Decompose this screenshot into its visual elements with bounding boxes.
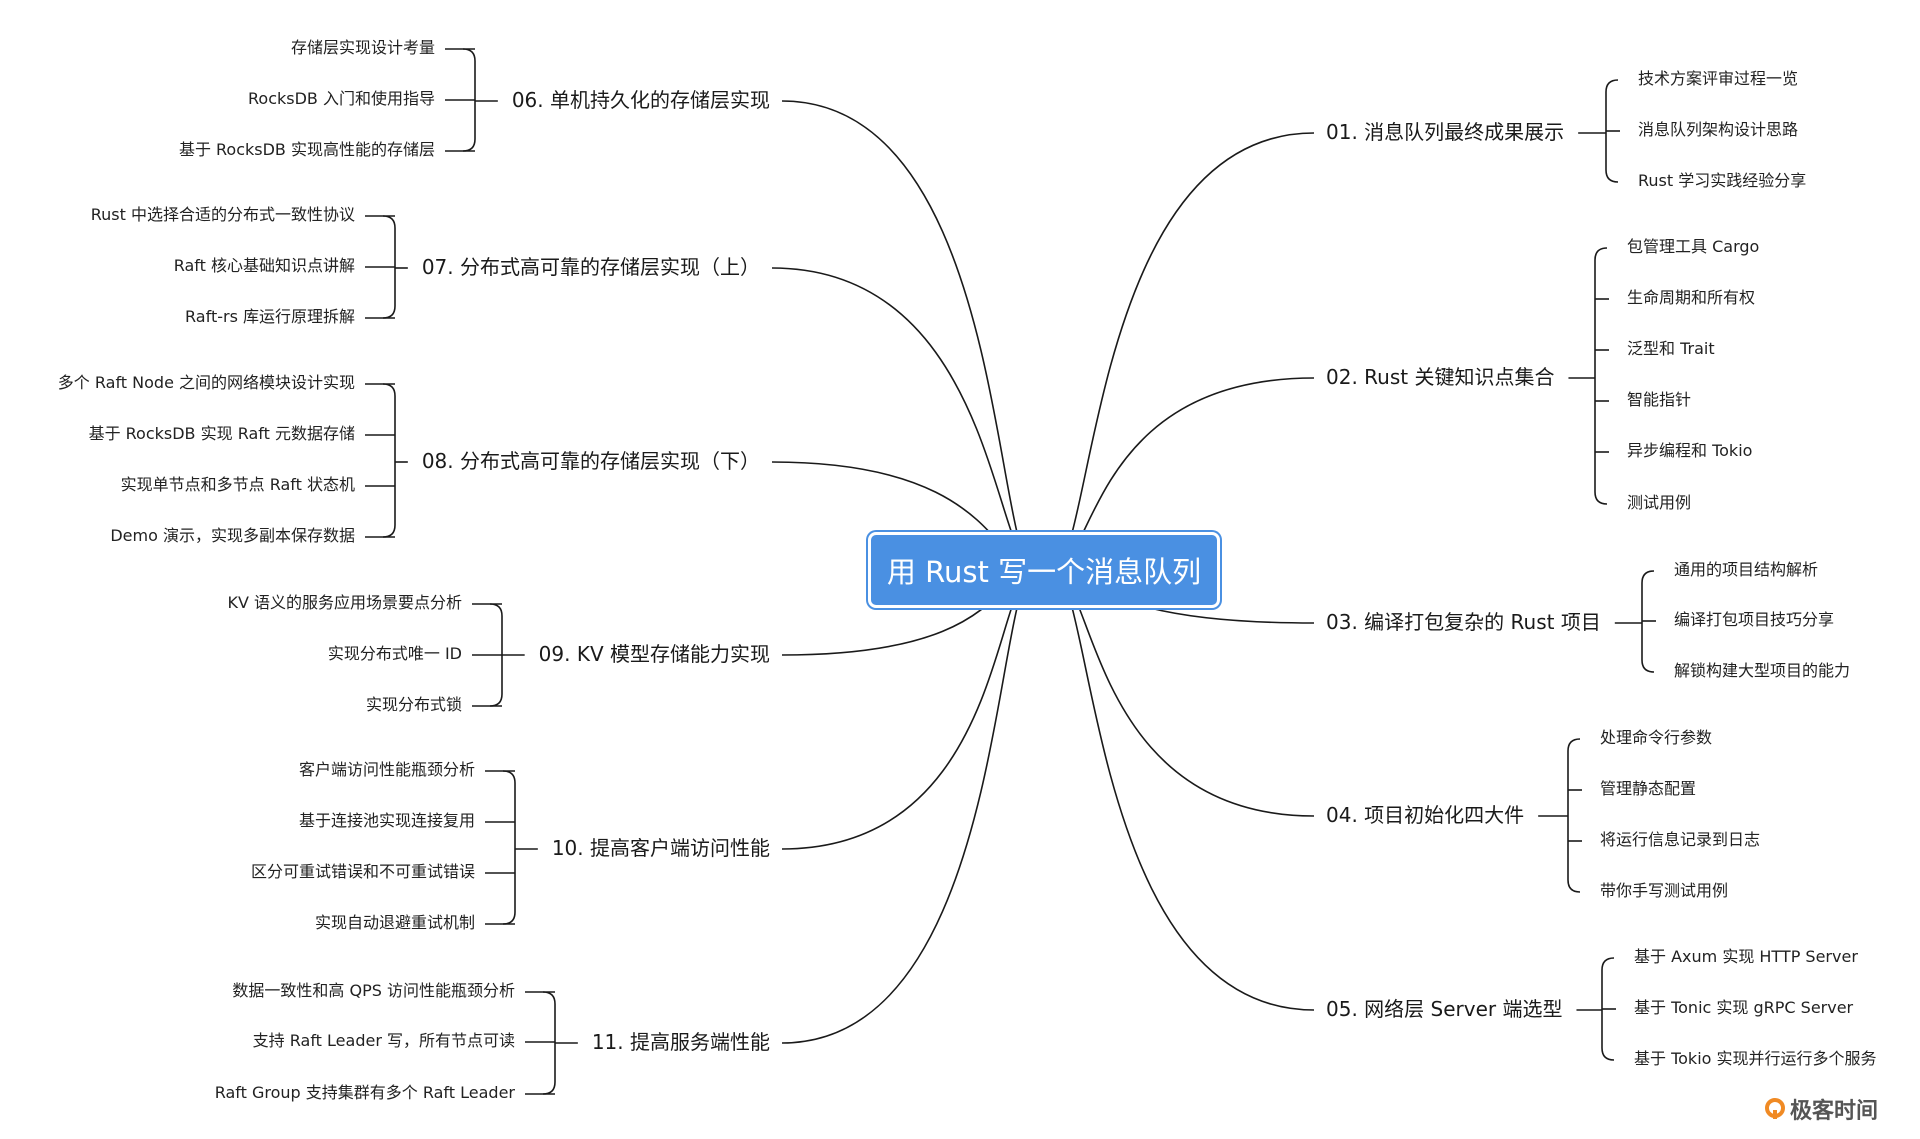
- subtopic-item: 将运行信息记录到日志: [1600, 830, 1761, 849]
- branch-topic-05: 05. 网络层 Server 端选型: [1326, 997, 1563, 1021]
- brand-logo-text: 极客时间: [1790, 1099, 1879, 1124]
- subtopic-item: 带你手写测试用例: [1600, 881, 1729, 900]
- subtopic-item: RocksDB 入门和使用指导: [248, 89, 435, 108]
- subtopic-item: 数据一致性和高 QPS 访问性能瓶颈分析: [232, 981, 515, 1000]
- connector-left-10: [781, 569, 1034, 850]
- branch-topic-07: 07. 分布式高可靠的存储层实现（上）: [421, 255, 760, 279]
- subtopic-item: 客户端访问性能瓶颈分析: [298, 760, 475, 779]
- connector-left-6: [781, 100, 1034, 571]
- subtopic-item: Raft 核心基础知识点讲解: [173, 256, 355, 275]
- subtopic-item: 智能指针: [1627, 390, 1692, 409]
- subtopic-item: 基于 Axum 实现 HTTP Server: [1634, 947, 1858, 966]
- subtopic-item: 处理命令行参数: [1600, 728, 1713, 747]
- subtopic-item: 基于 RocksDB 实现 Raft 元数据存储: [88, 424, 355, 443]
- connector-left-7: [771, 267, 1034, 571]
- subtopic-item: 消息队列架构设计思路: [1638, 120, 1799, 139]
- central-topic: 用 Rust 写一个消息队列: [868, 532, 1220, 608]
- subtopic-item: 测试用例: [1627, 493, 1692, 512]
- subtopic-item: 基于连接池实现连接复用: [298, 811, 475, 830]
- subtopic-item: 实现自动退避重试机制: [314, 913, 475, 932]
- subtopic-item: Rust 中选择合适的分布式一致性协议: [90, 205, 355, 224]
- brand-logo: 极客时间: [1764, 1093, 1878, 1125]
- bracket-right-2: [1594, 247, 1608, 505]
- bracket-right-4: [1567, 738, 1581, 893]
- subtopic-item: Raft Group 支持集群有多个 Raft Leader: [214, 1083, 515, 1102]
- subtopic-item: 支持 Raft Leader 写，所有节点可读: [252, 1031, 515, 1050]
- branch-topic-09: 09. KV 模型存储能力实现: [538, 642, 770, 666]
- subtopic-item: 技术方案评审过程一览: [1638, 69, 1799, 88]
- subtopic-item: 存储层实现设计考量: [290, 38, 435, 57]
- branch-topic-06: 06. 单机持久化的存储层实现: [511, 88, 770, 112]
- branch-topic-01: 01. 消息队列最终成果展示: [1326, 120, 1565, 144]
- subtopic-item: 基于 Tonic 实现 gRPC Server: [1634, 998, 1854, 1017]
- geektime-logo-icon: [1764, 1098, 1786, 1120]
- subtopic-item: 泛型和 Trait: [1627, 339, 1715, 358]
- bracket-left-10: [502, 770, 516, 925]
- subtopic-item: 异步编程和 Tokio: [1627, 441, 1753, 460]
- subtopic-item: 多个 Raft Node 之间的网络模块设计实现: [57, 373, 355, 392]
- bracket-left-11: [542, 991, 556, 1095]
- connector-right-1: [1054, 132, 1315, 571]
- subtopic-item: 基于 Tokio 实现并行运行多个服务: [1634, 1049, 1877, 1068]
- subtopic-item: 编译打包项目技巧分享: [1674, 610, 1835, 629]
- bracket-left-8: [382, 383, 396, 538]
- subtopic-item: 管理静态配置: [1600, 779, 1697, 798]
- subtopic-item: 基于 RocksDB 实现高性能的存储层: [178, 140, 435, 159]
- subtopic-item: 包管理工具 Cargo: [1627, 237, 1760, 256]
- subtopic-item: 实现分布式唯一 ID: [327, 644, 462, 663]
- connector-right-5: [1054, 569, 1315, 1011]
- branch-topic-03: 03. 编译打包复杂的 Rust 项目: [1326, 610, 1601, 634]
- branch-topic-04: 04. 项目初始化四大件: [1326, 803, 1525, 827]
- branch-topic-10: 10. 提高客户端访问性能: [551, 836, 770, 860]
- subtopic-item: Demo 演示，实现多副本保存数据: [110, 526, 355, 545]
- subtopic-item: 实现单节点和多节点 Raft 状态机: [120, 475, 355, 494]
- subtopic-item: KV 语义的服务应用场景要点分析: [227, 593, 462, 612]
- branch-topic-08: 08. 分布式高可靠的存储层实现（下）: [421, 449, 760, 473]
- subtopic-item: 解锁构建大型项目的能力: [1674, 661, 1851, 680]
- branch-topic-11: 11. 提高服务端性能: [591, 1030, 770, 1054]
- subtopic-item: Raft-rs 库运行原理拆解: [185, 307, 355, 326]
- central-topic-label: 用 Rust 写一个消息队列: [886, 555, 1202, 589]
- connector-left-11: [781, 569, 1034, 1044]
- subtopic-item: 区分可重试错误和不可重试错误: [250, 862, 475, 881]
- subtopic-item: 实现分布式锁: [365, 695, 462, 714]
- subtopic-item: 通用的项目结构解析: [1674, 560, 1819, 579]
- branch-topic-02: 02. Rust 关键知识点集合: [1326, 365, 1555, 389]
- subtopic-item: 生命周期和所有权: [1627, 288, 1756, 307]
- subtopic-item: Rust 学习实践经验分享: [1638, 171, 1807, 190]
